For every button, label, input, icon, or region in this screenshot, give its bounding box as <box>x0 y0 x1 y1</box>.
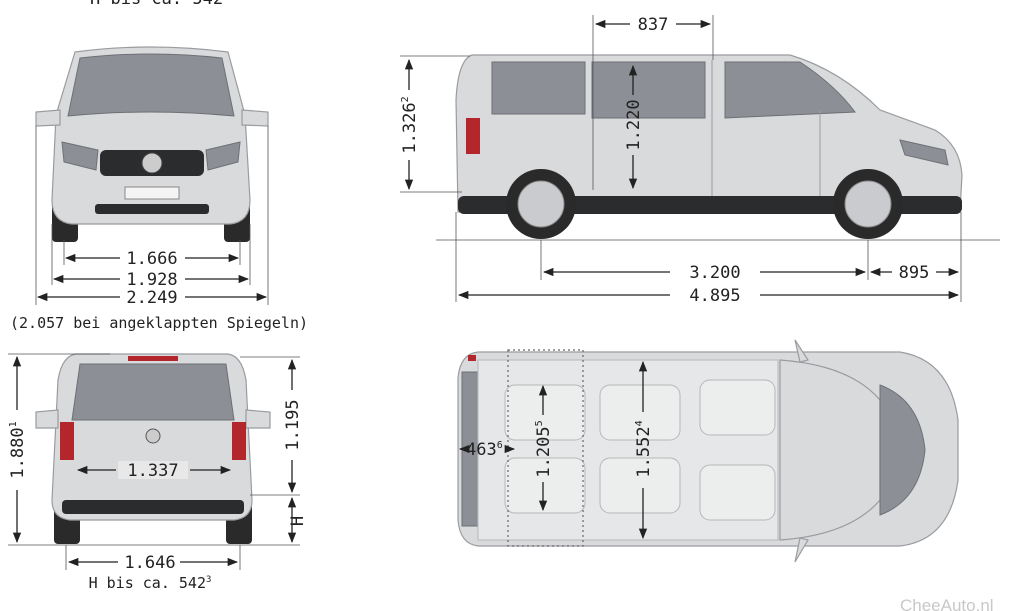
rear-opening-width-label: 1.337 <box>127 461 178 481</box>
body-width-label: 1.928 <box>126 270 177 290</box>
top-view: 4636 1.2055 1.5524 <box>457 339 959 563</box>
rear-step-label: 4636 <box>466 440 503 460</box>
rear-van-illustration <box>35 353 271 544</box>
door-opening-width-label: 837 <box>638 15 669 35</box>
rear-view: 1.8801 1.195 H 1.337 1.646 H bis ca. 542… <box>8 353 308 592</box>
top-cut-label: H bis ca. 542 <box>90 0 223 9</box>
top-van-illustration <box>457 339 959 563</box>
watermark: CheeAuto.nl <box>900 596 994 611</box>
front-overhang-label: 895 <box>899 263 930 283</box>
wheelbase-label: 3.200 <box>689 263 740 283</box>
mirror-width-label: 2.249 <box>126 288 177 308</box>
ground-clearance-label: H <box>288 516 308 526</box>
front-van-illustration <box>35 46 269 242</box>
track-width-label: 1.666 <box>126 249 177 269</box>
loading-height-label: 1.3262 <box>400 96 420 153</box>
bottom-label: H bis ca. 5423 <box>89 574 212 592</box>
interior-width-arches-label: 1.2055 <box>534 420 554 477</box>
side-van-illustration <box>455 54 963 239</box>
tailgate-height-label: 1.195 <box>283 399 303 450</box>
side-view: 837 1.220 1.3262 3.200 895 4.895 <box>400 15 1000 306</box>
overall-length-label: 4.895 <box>689 286 740 306</box>
folded-mirrors-note: (2.057 bei angeklappten Spiegeln) <box>10 314 308 332</box>
overall-height-label: 1.8801 <box>8 421 28 478</box>
door-opening-height-label: 1.220 <box>624 99 644 150</box>
front-view: 1.666 1.928 2.249 (2.057 bei angeklappte… <box>10 46 308 332</box>
rear-track-label: 1.646 <box>124 553 175 573</box>
interior-width-label: 1.5524 <box>634 420 654 477</box>
